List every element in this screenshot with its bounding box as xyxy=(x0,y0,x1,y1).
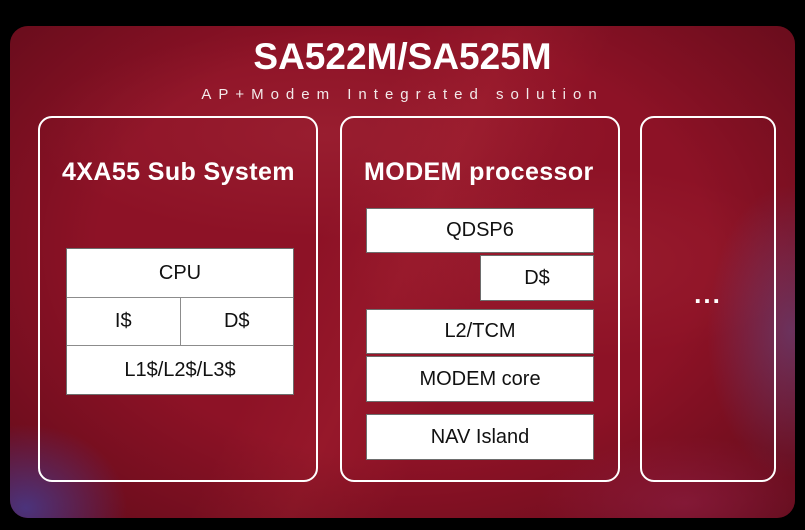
panel-modem-processor: MODEM processor QDSP6 D$ L2/TCM MODEM co… xyxy=(340,116,620,482)
ap-subsystem-heading: 4XA55 Sub System xyxy=(62,158,295,186)
l-cache-block: L1$/L2$/L3$ xyxy=(67,346,293,394)
modem-processor-heading: MODEM processor xyxy=(364,158,594,186)
qdsp6-block: QDSP6 xyxy=(366,208,594,253)
page-title: SA522M/SA525M xyxy=(253,36,552,77)
nav-island-block: NAV Island xyxy=(366,414,594,460)
cpu-block: CPU xyxy=(67,249,293,297)
i-cache-block: I$ xyxy=(67,298,181,345)
panel-ap-subsystem: 4XA55 Sub System CPU I$ D$ L1$/L2$/L3$ xyxy=(38,116,318,482)
ap-cache-table: CPU I$ D$ L1$/L2$/L3$ xyxy=(66,248,294,395)
slide-background: SA522M/SA525M AP+Modem Integrated soluti… xyxy=(10,26,795,518)
modem-core-block: MODEM core xyxy=(366,356,594,402)
ellipsis-label: ... xyxy=(694,278,722,309)
page-subtitle: AP+Modem Integrated solution xyxy=(201,86,604,103)
panel-more: ... xyxy=(640,116,776,482)
ap-cache-row: I$ D$ xyxy=(67,297,293,346)
l2-tcm-block: L2/TCM xyxy=(366,309,594,354)
d-cache-block: D$ xyxy=(180,298,293,345)
modem-d-cache-block: D$ xyxy=(480,255,594,301)
